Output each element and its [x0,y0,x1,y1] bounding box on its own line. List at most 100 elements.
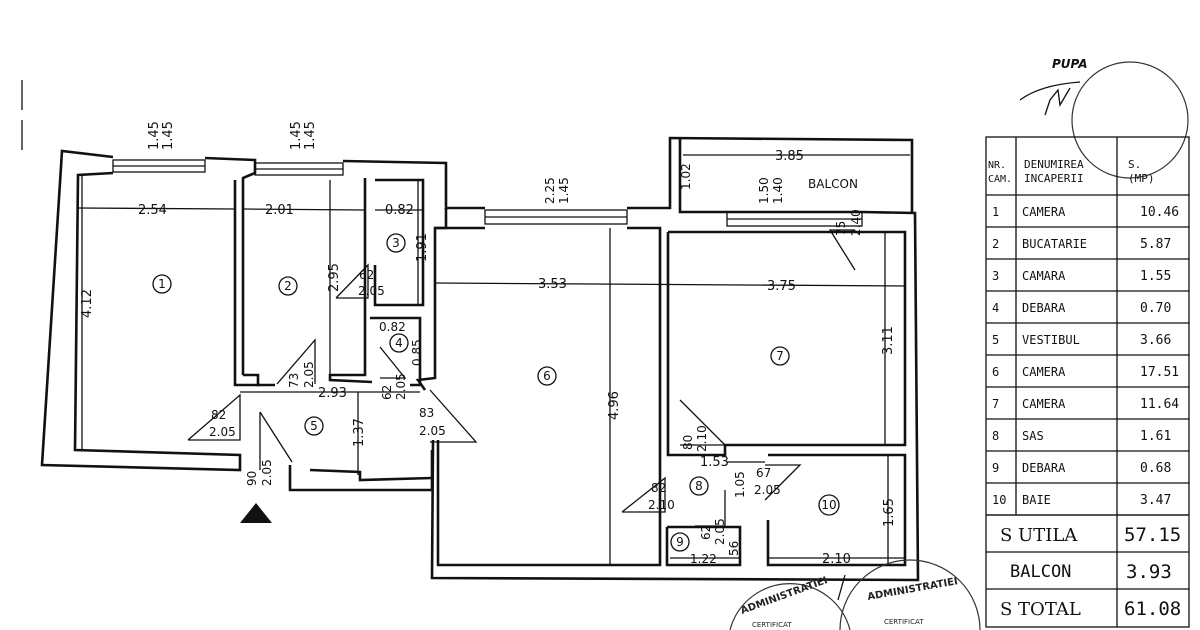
dim-label: 1.45 [303,121,318,150]
dim-label: 1.45 [161,121,176,150]
row-area: 3.47 [1140,493,1171,508]
entrance-arrow-icon [240,503,272,523]
stamp-seal-icon [839,559,981,630]
dim-label: 2.05 [358,284,385,298]
balcon-label: BALCON [1010,562,1071,582]
dim-label: 62 [359,268,374,282]
dim-label: 0.85 [410,339,424,366]
room-number: 10 [821,498,836,512]
row-name: SAS [1022,429,1044,443]
table-header: NR. [988,160,1006,171]
table-header: (MP) [1128,172,1155,185]
table-header: INCAPERII [1024,172,1084,185]
row-name: CAMERA [1022,365,1066,379]
dim-label: 62 [699,525,713,540]
dim-label: 3.53 [538,277,567,292]
dim-label: 90 [245,471,259,486]
dim-label: 82 [651,481,666,495]
dim-label: 0.82 [379,320,406,334]
dim-label: 2.01 [265,203,294,218]
dim-label: 67 [756,466,771,480]
s-utila-value: 57.15 [1124,524,1181,546]
dim-label: 4.96 [607,391,622,420]
row-area: 17.51 [1140,365,1179,380]
dim-label: 2.05 [394,373,408,400]
row-area: 3.66 [1140,333,1171,348]
dim-label: 56 [727,541,741,556]
door-swings [187,229,856,527]
row-name: BAIE [1022,493,1051,507]
table-header: S. [1128,158,1141,171]
row-number: 4 [992,301,999,315]
row-name: VESTIBUL [1022,333,1080,347]
dim-label: 82 [211,408,226,422]
dim-label: 1.45 [147,121,162,150]
row-number: 8 [992,429,999,443]
room-number: 5 [310,419,318,433]
dim-label: 0.82 [385,203,414,218]
row-number: 2 [992,237,999,251]
room-number: 3 [392,236,400,250]
table-row: 8 SAS 1.61 [986,429,1189,452]
dim-label: 2.05 [302,361,316,388]
dim-label: 80 [681,435,695,450]
signature: PUPA [1019,57,1088,116]
dim-label: 2.05 [209,425,236,439]
dim-label: 1.22 [690,552,717,566]
dim-label: 2.05 [260,459,274,486]
row-name: CAMERA [1022,397,1066,411]
dim-label: 2.40 [849,209,863,236]
row-area: 1.61 [1140,429,1171,444]
dim-label: 2.05 [713,518,727,545]
dim-label: 2.05 [754,483,781,497]
stamp-text: CERTIFICAT [884,618,924,626]
dim-label: 75 [834,221,848,236]
stamp-seal-icon [729,583,851,630]
dim-label: 2.95 [327,263,342,292]
windows [112,159,863,227]
dim-label: 1.65 [882,498,897,527]
room-number: 2 [284,279,292,293]
dim-label: 1.40 [771,177,785,204]
dim-label: 1.50 [757,177,771,204]
s-utila-label: S UTILA [1000,525,1078,546]
table-header: CAM. [988,174,1012,185]
table-row: 3 CAMARA 1.55 [986,269,1189,292]
row-name: BUCATARIE [1022,237,1087,251]
outer-walls [40,136,920,582]
dim-label: 3.85 [775,149,804,164]
row-number: 1 [992,205,999,219]
room-number: 1 [158,277,166,291]
row-area: 0.68 [1140,461,1171,476]
dim-label: 83 [419,406,434,420]
dim-label: 1.37 [352,418,367,447]
dim-label: 2.25 [543,177,557,204]
room-number: 6 [543,369,551,383]
dim-label: 2.10 [648,498,675,512]
dim-label: 4.12 [80,289,95,318]
dim-label: 1.91 [415,233,430,262]
row-area: 11.64 [1140,397,1179,412]
dimension-labels: 2.54 2.01 0.82 4.12 2.95 1.91 1.45 1.45 … [80,121,897,567]
row-number: 3 [992,269,999,283]
room-number: 7 [776,349,784,363]
room-number: 8 [695,479,703,493]
balcony-label: BALCON [808,177,858,191]
dim-label: 2.93 [318,386,347,401]
room-number: 9 [676,535,684,549]
row-name: CAMERA [1022,205,1066,219]
room-number: 4 [395,336,403,350]
dim-label: 3.11 [881,326,896,355]
row-name: DEBARA [1022,301,1066,315]
row-area: 1.55 [1140,269,1171,284]
row-number: 5 [992,333,999,347]
dim-label: 1.53 [700,455,729,470]
row-name: CAMARA [1022,269,1066,283]
balcon-value: 3.93 [1126,561,1172,583]
